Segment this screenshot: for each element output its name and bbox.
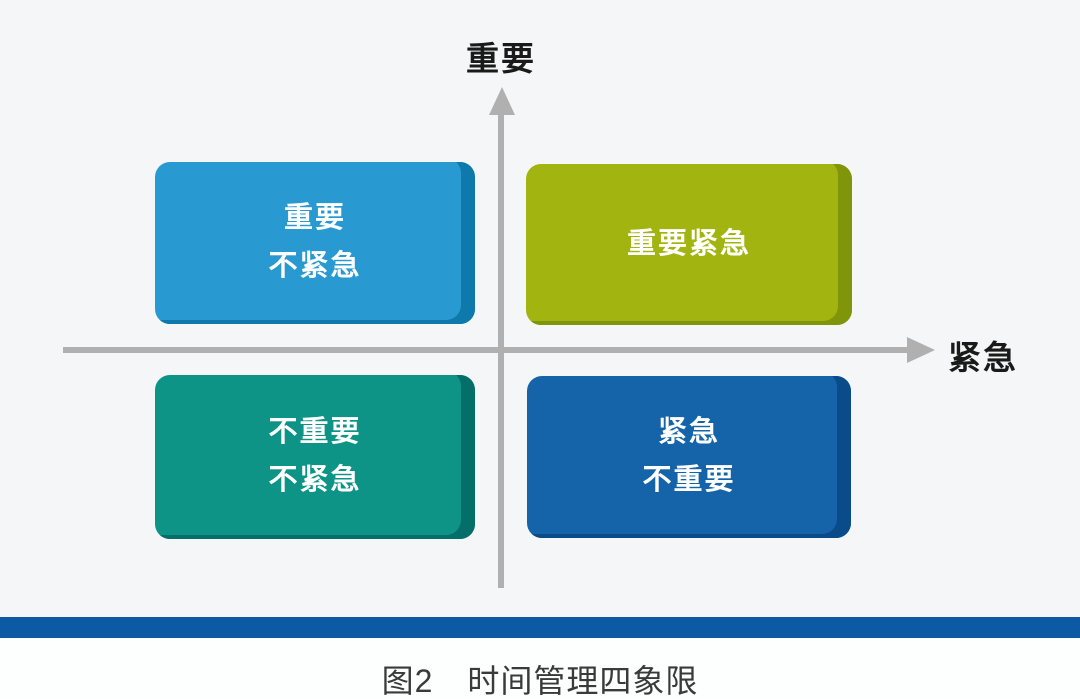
quadrant-label-line: 重要紧急 [626,227,751,260]
quadrant-label-line: 紧急 [657,416,720,449]
quadrant-important-not-urgent: 重要 不紧急 [155,162,475,324]
up-arrowhead-icon [489,87,515,115]
figure-number: 图2 [381,663,434,699]
quadrant-urgent-not-important: 紧急 不重要 [527,376,851,538]
vertical-axis-line [498,104,504,588]
y-axis-label-important: 重要 [466,40,536,77]
bottom-divider-bar [0,617,1080,638]
quadrant-not-important-not-urgent: 不重要 不紧急 [155,375,475,539]
quadrant-label-line: 重要 [283,202,346,235]
figure-title: 时间管理四象限 [467,663,699,699]
x-axis-label-urgent: 紧急 [948,339,1018,376]
figure-caption: 图2 时间管理四象限 [0,656,1080,699]
quadrant-label-line: 不重要 [268,416,362,449]
right-arrowhead-icon [907,337,935,363]
horizontal-axis-line [63,347,908,353]
quadrant-label-line: 不紧急 [268,464,362,496]
quadrant-important-urgent: 重要紧急 [526,164,852,325]
caption-background [0,638,1080,699]
quadrant-label-line: 不紧急 [268,250,362,282]
quadrant-label-line: 不重要 [642,464,736,496]
